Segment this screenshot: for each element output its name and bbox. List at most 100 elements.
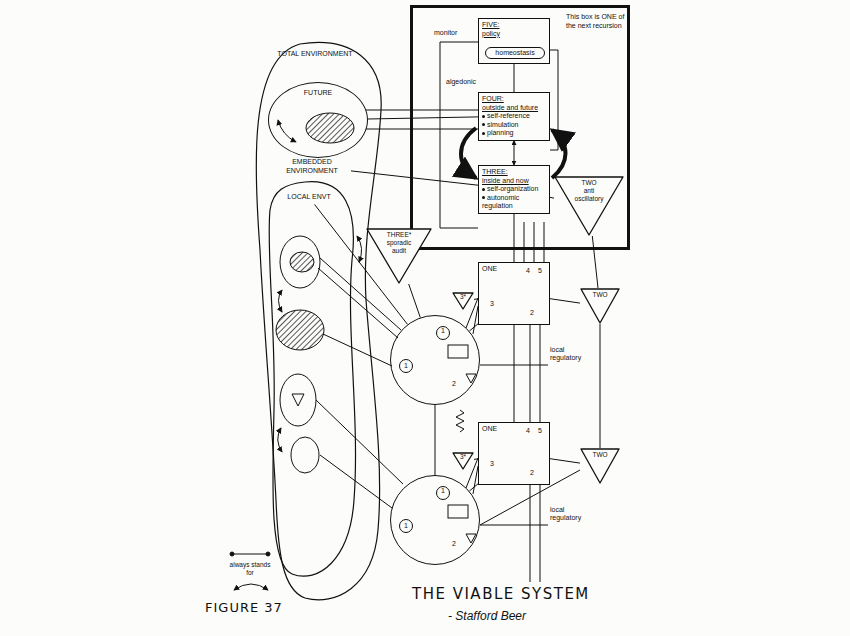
channel-line — [514, 325, 515, 422]
callout-number: 2 — [530, 469, 534, 477]
drawing-path — [279, 290, 283, 312]
outline-path — [367, 229, 431, 283]
channel-line — [514, 64, 515, 92]
outline-path — [453, 293, 473, 309]
drawing-ellipse — [306, 113, 354, 143]
channel-line — [514, 141, 515, 166]
channel-line — [600, 324, 601, 448]
node-title: 3* — [452, 453, 474, 461]
channel-line — [550, 459, 580, 463]
node-title: THREE: — [482, 168, 546, 177]
node-title: homeostasis — [486, 48, 544, 58]
figure-caption: FIGURE 37 — [205, 600, 283, 615]
node-text: simulation — [482, 121, 546, 130]
drawing-circle — [266, 552, 270, 556]
outline-path — [581, 289, 619, 323]
node-title: FUTURE — [269, 89, 367, 98]
callout-number: 5 — [538, 267, 542, 275]
metasystem-box: This box is ONE of the next recursionFIV… — [410, 5, 630, 250]
regulatory-center: TWO — [580, 448, 620, 484]
node-title: TWO — [570, 179, 608, 187]
region-outline — [245, 38, 385, 610]
channel-line — [469, 484, 478, 491]
drawing-line — [534, 222, 535, 262]
callout-number: 1 — [436, 486, 450, 500]
embedded-region: EMBEDDED ENVIRONMENT LOCAL ENVT — [262, 156, 362, 588]
drawing-path — [552, 130, 566, 178]
node-text: self-reference — [482, 112, 546, 121]
node-text: planning — [482, 129, 546, 138]
node-title: ONE — [482, 425, 546, 434]
node-text: outside and future — [482, 104, 546, 113]
drawing-line — [232, 554, 268, 555]
operation-circle: 1 — [390, 315, 480, 405]
drawing-ellipse — [290, 252, 314, 272]
system-three: THREE:inside and nowself-organizationaut… — [478, 165, 550, 214]
legend-entry: always stands for — [225, 561, 275, 576]
drawing-line — [318, 268, 398, 338]
audit-marker: 3* — [452, 292, 474, 310]
channel-line — [514, 214, 515, 263]
callout-number: 5 — [538, 427, 542, 435]
outline-path — [269, 182, 355, 577]
audit-marker: 3* — [452, 452, 474, 470]
node-text: inside and now — [482, 177, 546, 186]
drawing-ellipse — [291, 437, 319, 473]
callout-number: 2 — [452, 380, 456, 388]
node-text: sporadic audit — [380, 239, 418, 255]
node-text: self-organization — [482, 185, 546, 194]
node-title: LOCAL ENVT — [284, 193, 334, 202]
callout-number: 4 — [526, 267, 530, 275]
drawing-path — [357, 236, 362, 262]
callout-number: 2 — [530, 309, 534, 317]
environment-region: TOTAL ENVIRONMENT FUTURE EMBEDDED ENVIRONM… — [245, 38, 385, 610]
channel-line — [409, 284, 421, 318]
legend-text: always stands for — [230, 561, 271, 576]
outline-path — [581, 449, 619, 483]
node-title: TOTAL ENVIRONMENT — [275, 50, 355, 59]
drawing-ellipse — [280, 236, 320, 288]
channel-line — [435, 405, 436, 475]
callout-number: 4 — [526, 427, 530, 435]
homeostat: homeostasis — [485, 47, 545, 59]
drawing-path — [278, 120, 296, 142]
node-title: 1 — [399, 359, 413, 373]
regulatory-center: TWO — [580, 288, 620, 324]
node-title: 1 — [399, 519, 413, 533]
node-title: FOUR: — [482, 95, 546, 104]
outline-path — [453, 453, 473, 469]
system-four: FOUR:outside and futureself-referencesim… — [478, 92, 550, 141]
channel-line — [592, 236, 598, 288]
callout-number: monitor — [434, 29, 457, 37]
node-title: EMBEDDED ENVIRONMENT — [276, 158, 348, 175]
drawing-path — [456, 410, 464, 432]
callout-number: 3 — [490, 460, 494, 468]
drawing-line — [524, 222, 525, 262]
drawing-g — [230, 552, 270, 590]
callout-number: 1 — [436, 326, 450, 340]
callout-number: 3 — [490, 300, 494, 308]
drawing-path — [278, 428, 282, 452]
drawing-g — [276, 42, 604, 525]
drawing-path — [461, 128, 476, 178]
local-region: LOCAL ENVT — [284, 193, 334, 202]
drawing-line — [366, 110, 478, 111]
channel-line — [550, 197, 554, 199]
node-title: ONE — [482, 265, 546, 274]
system-five: FIVE:policyhomeostasis — [478, 18, 550, 64]
operation-circle: 1 — [390, 475, 480, 565]
channel-label: local regulatory — [550, 506, 594, 522]
system-two: TWOanti oscillatory — [554, 176, 624, 236]
drawing-path — [440, 42, 478, 228]
author-signature: - Stafford Beer — [448, 612, 526, 620]
diagram-title: THE VIABLE SYSTEM — [412, 585, 590, 603]
channel-line — [550, 299, 580, 303]
node-text: policy — [482, 30, 546, 39]
drawing-line — [316, 400, 403, 484]
drawing-path — [234, 584, 268, 590]
drawing-polygon — [292, 394, 304, 406]
node-title: THREE* — [380, 231, 418, 239]
